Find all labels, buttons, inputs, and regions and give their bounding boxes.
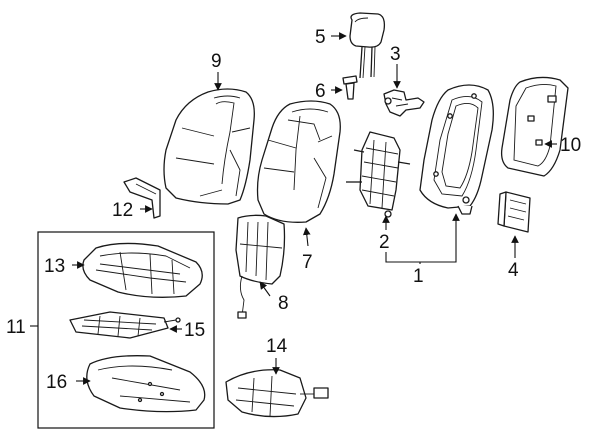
seat-heater-mat[interactable] bbox=[69, 311, 181, 339]
seat-cushion-group-frame bbox=[37, 231, 215, 429]
callout-16: 16 bbox=[46, 372, 67, 393]
callout-10: 10 bbox=[560, 135, 581, 156]
callout-3: 3 bbox=[390, 44, 401, 65]
adjuster-motor[interactable] bbox=[383, 89, 425, 117]
seat-cushion-cover[interactable] bbox=[82, 242, 203, 298]
callout-4: 4 bbox=[508, 260, 519, 281]
callout-15: 15 bbox=[184, 320, 205, 341]
back-panel[interactable] bbox=[500, 76, 569, 177]
callout-13: 13 bbox=[44, 256, 65, 277]
callout-12: 12 bbox=[112, 200, 133, 221]
leader-lines bbox=[30, 32, 557, 385]
callout-5: 5 bbox=[315, 27, 326, 48]
back-heater[interactable] bbox=[235, 214, 286, 319]
seat-back-cover[interactable] bbox=[163, 88, 255, 205]
control-module[interactable] bbox=[497, 191, 531, 233]
callout-11: 11 bbox=[6, 317, 26, 338]
callout-2: 2 bbox=[379, 232, 390, 253]
callout-7: 7 bbox=[302, 252, 313, 273]
callout-6: 6 bbox=[315, 81, 326, 102]
lumbar-support[interactable] bbox=[346, 131, 411, 218]
seat-back-pad[interactable] bbox=[256, 100, 341, 223]
seat-back-frame[interactable] bbox=[419, 84, 494, 215]
callout-14: 14 bbox=[266, 336, 288, 357]
seat-cushion-pad[interactable] bbox=[86, 355, 206, 413]
callout-labels: 5 3 6 9 10 12 2 7 4 1 8 13 11 15 14 16 bbox=[6, 27, 581, 393]
headrest-guide[interactable] bbox=[342, 75, 358, 100]
mounting-bracket[interactable] bbox=[123, 177, 161, 219]
callout-1: 1 bbox=[413, 266, 424, 287]
headrest[interactable] bbox=[349, 12, 386, 79]
callout-8: 8 bbox=[278, 293, 289, 314]
callout-9: 9 bbox=[211, 51, 222, 72]
lower-cushion-heater[interactable] bbox=[225, 369, 329, 418]
